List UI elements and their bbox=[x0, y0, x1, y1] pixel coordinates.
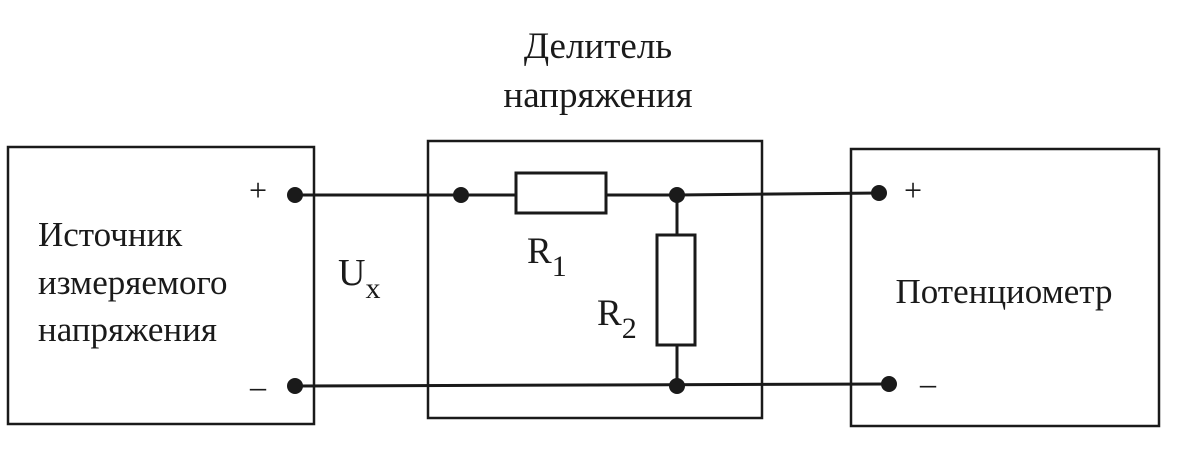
voltage-label-subscript: x bbox=[365, 272, 380, 305]
source-label-line1: Источник bbox=[38, 215, 183, 254]
potentiometer-plus-terminal bbox=[871, 185, 887, 201]
bottom-wire bbox=[293, 382, 891, 388]
potentiometer-block bbox=[849, 147, 1161, 428]
source-plus-terminal bbox=[287, 187, 303, 203]
potentiometer-plus-sign: + bbox=[904, 172, 922, 208]
potentiometer-label: Потенциометр bbox=[895, 272, 1112, 311]
potentiometer-minus-terminal bbox=[881, 376, 897, 392]
resistor-r1 bbox=[514, 171, 608, 215]
voltage-label: Ux bbox=[338, 252, 380, 305]
r1-label: R1 bbox=[527, 231, 567, 283]
divider-title-line1: Делитель bbox=[524, 26, 672, 67]
voltage-label-main: U bbox=[338, 252, 365, 294]
r1-label-main: R bbox=[527, 231, 552, 272]
top-wire-right bbox=[675, 191, 881, 197]
source-minus-terminal bbox=[287, 378, 303, 394]
source-plus-sign: + bbox=[249, 172, 267, 208]
resistor-r2 bbox=[655, 233, 697, 347]
source-block bbox=[6, 145, 316, 426]
r2-label-main: R bbox=[597, 293, 622, 334]
r1-label-subscript: 1 bbox=[552, 250, 567, 283]
r2-bottom-node bbox=[669, 378, 685, 394]
source-label-line2: измеряемого bbox=[38, 263, 228, 302]
source-minus-sign: – bbox=[249, 368, 267, 404]
divider-title-line2: напряжения bbox=[503, 75, 692, 116]
divider-input-node bbox=[453, 187, 469, 203]
divider-block bbox=[426, 139, 764, 420]
r2-label: R2 bbox=[597, 293, 637, 345]
r1-r2-junction-node bbox=[669, 187, 685, 203]
potentiometer-minus-sign: – bbox=[919, 365, 937, 401]
source-label-line3: напряжения bbox=[38, 310, 217, 349]
r2-label-subscript: 2 bbox=[622, 312, 637, 345]
